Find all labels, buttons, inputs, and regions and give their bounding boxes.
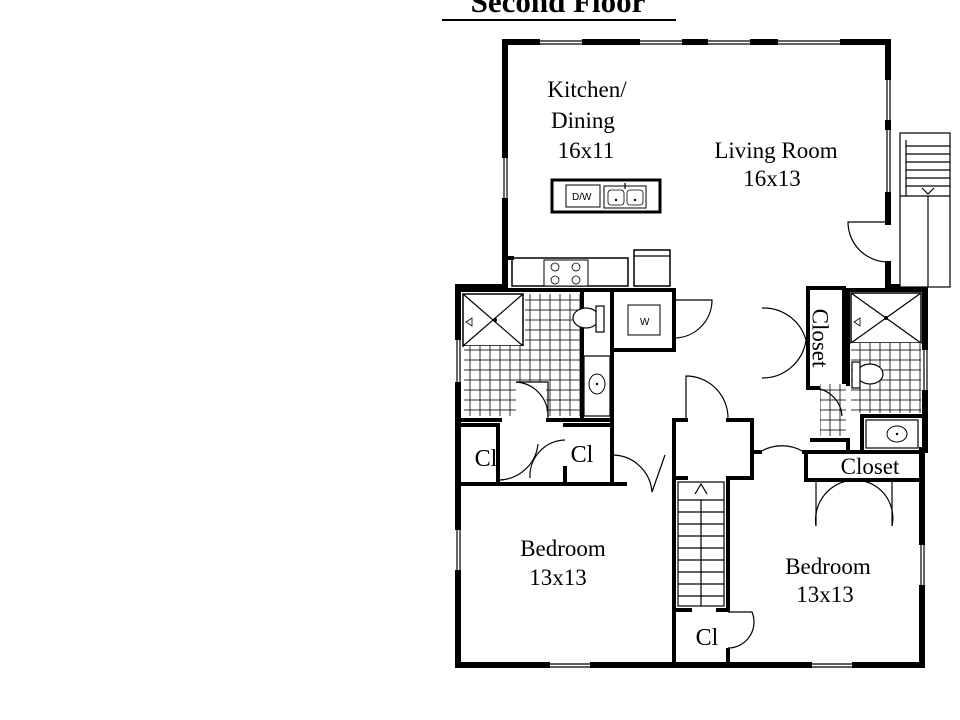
interior-stair bbox=[677, 481, 725, 607]
doors bbox=[497, 221, 894, 649]
cl-left-label: Cl bbox=[475, 446, 498, 472]
bedroom-right-label: Bedroom bbox=[785, 554, 871, 579]
cl-stair-label: Cl bbox=[696, 625, 719, 651]
exterior-stair bbox=[899, 132, 951, 288]
cl-mid-label: Cl bbox=[571, 442, 594, 468]
washer-icon: W bbox=[627, 304, 661, 336]
washer-label: W bbox=[640, 317, 650, 328]
plan-title: Second Floor bbox=[442, 0, 676, 21]
kitchen-island: D/W bbox=[550, 178, 662, 214]
svg-text:Second Floor: Second Floor bbox=[471, 0, 646, 19]
bedroom-right-dimensions: 13x13 bbox=[796, 582, 854, 607]
room-labels: Kitchen/ Dining 16x11 Living Room 16x13 … bbox=[475, 77, 900, 651]
closet-right-label: Closet bbox=[841, 454, 900, 479]
living-room-label: Living Room bbox=[714, 138, 837, 163]
kitchen-label-line1: Kitchen/ bbox=[547, 77, 627, 102]
stove-icon bbox=[543, 259, 589, 287]
left-bathroom bbox=[462, 293, 611, 418]
bedroom-left-dimensions: 13x13 bbox=[529, 565, 587, 590]
windows bbox=[455, 39, 928, 668]
refrigerator-icon bbox=[633, 249, 671, 287]
living-room-dimensions: 16x13 bbox=[743, 166, 801, 191]
kitchen-dimensions: 16x11 bbox=[558, 138, 615, 163]
closet-vertical-label: Closet bbox=[808, 309, 833, 368]
right-bathroom bbox=[811, 292, 922, 449]
kitchen-label-line2: Dining bbox=[551, 108, 615, 133]
dishwasher-label: D/W bbox=[572, 192, 592, 203]
bedroom-left-label: Bedroom bbox=[520, 536, 606, 561]
